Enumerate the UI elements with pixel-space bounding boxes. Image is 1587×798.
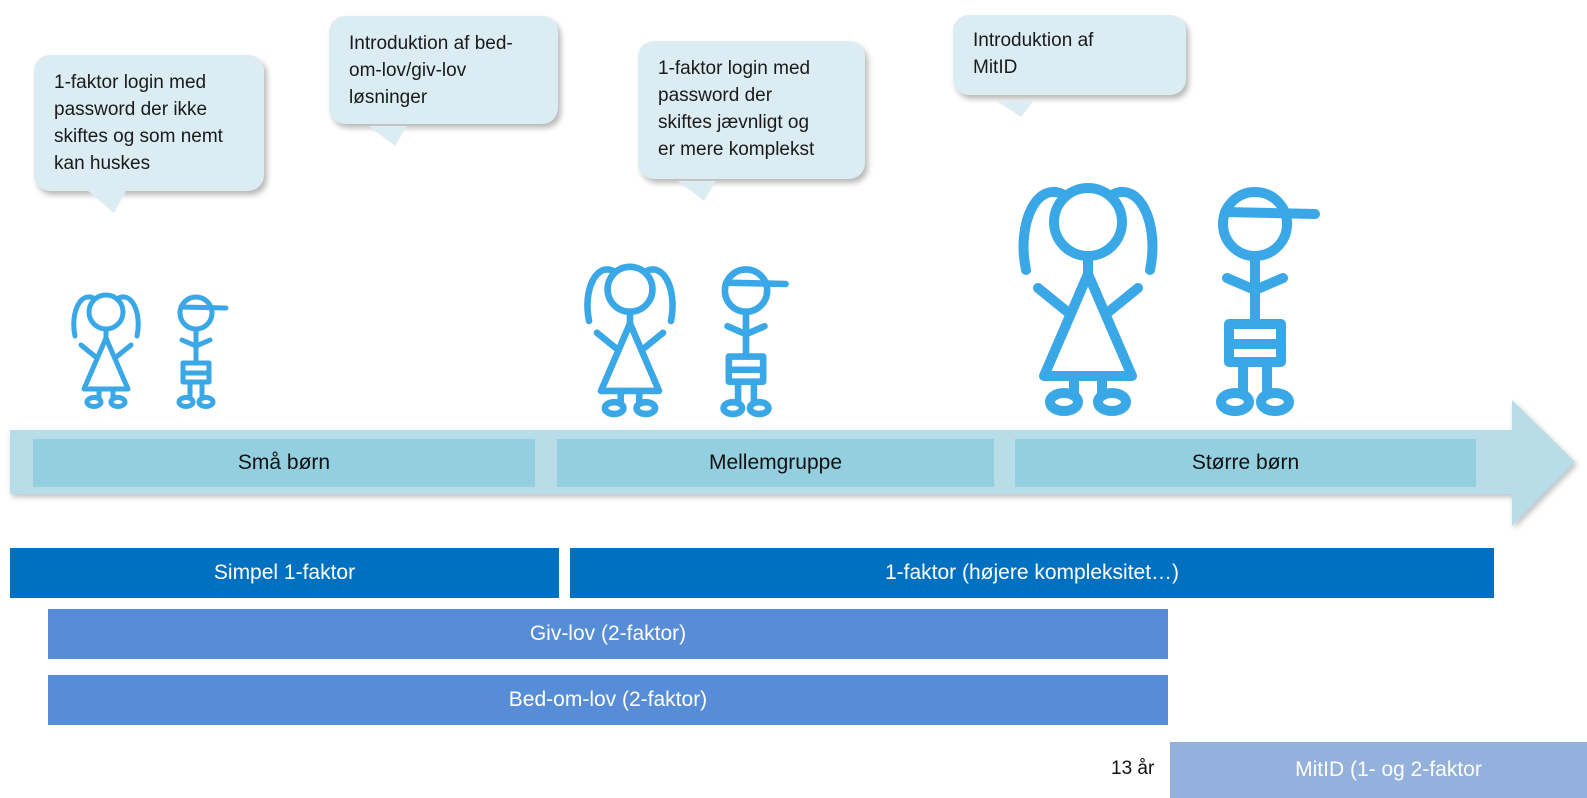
- bubble-tail: [678, 181, 716, 201]
- timeline-group-middle: Mellemgruppe: [557, 439, 994, 487]
- bar-bed-om-lov: Bed-om-lov (2-faktor): [48, 675, 1168, 725]
- boy-large-icon: [1221, 192, 1315, 411]
- bar-1-factor-complex: 1-faktor (højere kompleksitet…): [570, 548, 1494, 598]
- bar-label: Simpel 1-faktor: [213, 561, 356, 584]
- timeline-group-label: Mellemgruppe: [708, 451, 843, 474]
- bar-giv-lov: Giv-lov (2-faktor): [48, 609, 1168, 659]
- speech-bubble-middle-group: 1-faktor login med password der skiftes …: [638, 41, 865, 201]
- timeline-group-label: Større børn: [1191, 451, 1300, 474]
- timeline-group-label: Små børn: [237, 451, 331, 474]
- speech-bubble-small-children: 1-faktor login med password der ikke ski…: [34, 55, 264, 213]
- girl-middle-icon: [587, 267, 672, 414]
- bubble-text: 1-faktor login med password der skiftes …: [658, 58, 815, 160]
- boy-small-icon: [179, 297, 226, 407]
- bar-simple-1-factor: Simpel 1-faktor: [10, 548, 559, 598]
- speech-bubble-mitid: Introduktion af MitID: [953, 15, 1186, 117]
- age-marker: 13 år: [1111, 758, 1155, 779]
- bubble-tail: [997, 101, 1033, 117]
- bar-label: Giv-lov (2-faktor): [529, 622, 687, 645]
- bubble-tail: [369, 126, 407, 146]
- bar-label: Bed-om-lov (2-faktor): [508, 688, 708, 711]
- speech-bubble-bed-om-lov: Introduktion af bed- om-lov/giv-lov løsn…: [329, 16, 558, 146]
- bubble-text: Introduktion af bed- om-lov/giv-lov løsn…: [349, 33, 513, 108]
- timeline-group-small-children: Små børn: [33, 439, 535, 487]
- bubble-text: 1-faktor login med password der ikke ski…: [54, 72, 223, 174]
- boy-middle-icon: [724, 269, 786, 414]
- timeline-group-older-children: Større børn: [1015, 439, 1476, 487]
- girl-small-icon: [74, 295, 138, 407]
- bar-label: MitID (1- og 2-faktor: [1295, 758, 1482, 781]
- bar-mitid: MitID (1- og 2-faktor: [1170, 742, 1587, 798]
- bubble-tail: [88, 191, 126, 213]
- girl-large-icon: [1024, 188, 1153, 411]
- bubble-text: Introduktion af MitID: [973, 30, 1094, 78]
- bar-label: 1-faktor (højere kompleksitet…): [884, 561, 1180, 584]
